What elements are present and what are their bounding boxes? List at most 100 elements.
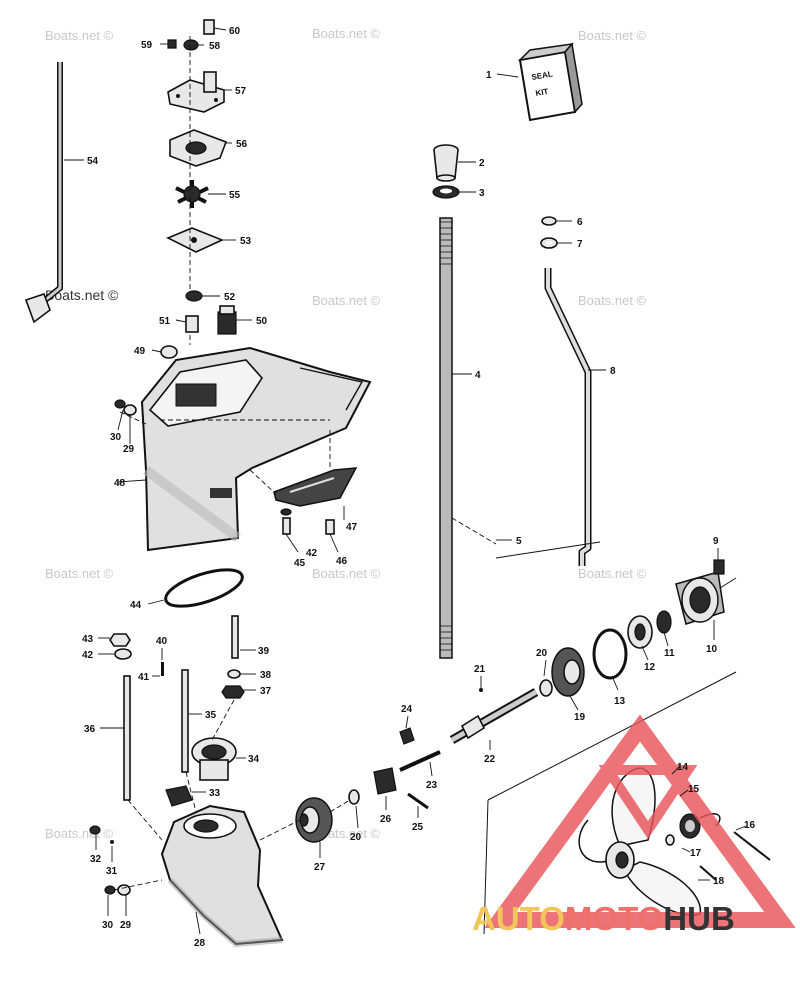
prop-washer <box>665 834 675 846</box>
propeller-frame <box>487 671 737 801</box>
guide <box>259 799 351 841</box>
callout-33: 33 <box>209 788 221 799</box>
watermark: Boats.net © <box>45 566 114 581</box>
brand-moto: MOTO <box>565 900 663 937</box>
callout-59: 59 <box>141 40 153 51</box>
callout-36: 36 <box>84 724 96 735</box>
callout-23: 23 <box>426 780 438 791</box>
callout-56: 56 <box>236 139 248 150</box>
washer-lower <box>117 884 131 896</box>
watermark: Boats.net © <box>312 566 381 581</box>
pin <box>161 662 164 676</box>
watermark: Boats.net © <box>45 826 114 841</box>
callout-21: 21 <box>474 664 486 675</box>
pin-21 <box>479 688 483 692</box>
callout-5: 5 <box>516 536 522 547</box>
callout-15: 15 <box>688 784 700 795</box>
callout-58: 58 <box>209 41 221 52</box>
callout-44: 44 <box>130 600 142 611</box>
watermark: Boats.net © <box>45 28 114 43</box>
shift-rod-clip <box>541 216 557 226</box>
lockwasher-lower <box>104 885 116 895</box>
reverse-gear <box>551 647 585 697</box>
thrust-washer-2 <box>539 679 553 697</box>
callout-37: 37 <box>260 686 272 697</box>
drive-shaft <box>439 217 453 659</box>
callout-10: 10 <box>706 644 718 655</box>
callout-14: 14 <box>677 762 689 773</box>
guide <box>451 517 497 545</box>
callout-50: 50 <box>256 316 268 327</box>
shear-pin <box>699 865 717 881</box>
callout-27: 27 <box>314 862 326 873</box>
callout-40: 40 <box>156 636 168 647</box>
gearcase-housing <box>140 346 372 552</box>
watermark: Boats.net © <box>312 26 381 41</box>
washer-38 <box>227 669 241 679</box>
callout-20-lower: 20 <box>350 832 362 843</box>
guide <box>127 699 235 841</box>
callout-54: 54 <box>87 156 99 167</box>
watermarks: Boats.net © Boats.net © Boats.net © Boat… <box>45 26 647 841</box>
cotter-pin <box>733 831 771 861</box>
callout-13: 13 <box>614 696 626 707</box>
nut <box>109 633 131 647</box>
callout-17: 17 <box>690 848 702 859</box>
anode-bolt <box>325 519 335 535</box>
washer-31 <box>110 840 114 844</box>
callout-42-left: 42 <box>82 650 94 661</box>
forward-gear <box>295 797 333 843</box>
leader-lines <box>64 27 747 935</box>
callout-26: 26 <box>380 814 392 825</box>
seal-kit-label-line2: KIT <box>535 87 549 98</box>
callout-60: 60 <box>229 26 241 37</box>
guide <box>113 879 163 891</box>
callout-34: 34 <box>248 754 260 765</box>
lockwasher-upper <box>114 399 126 409</box>
drive-shaft-sleeve <box>433 144 459 182</box>
callout-55: 55 <box>229 190 241 201</box>
callout-31: 31 <box>106 866 118 877</box>
callout-4: 4 <box>475 370 481 381</box>
shift-link <box>495 541 601 559</box>
callout-1: 1 <box>486 70 492 81</box>
callout-42-anode: 42 <box>306 548 318 559</box>
callout-28: 28 <box>194 938 206 949</box>
callout-32: 32 <box>90 854 102 865</box>
callout-18: 18 <box>713 876 725 887</box>
callout-8: 8 <box>610 366 616 377</box>
washer-upper <box>123 404 137 416</box>
bearing-carrier <box>675 571 725 625</box>
propeller-frame <box>719 577 737 589</box>
callout-2: 2 <box>479 158 485 169</box>
callout-43: 43 <box>82 634 94 645</box>
callout-41: 41 <box>138 672 150 683</box>
watermark: Boats.net © <box>45 287 119 303</box>
screw-32 <box>89 825 101 835</box>
callout-9: 9 <box>713 536 719 547</box>
seal <box>656 610 672 634</box>
callout-25: 25 <box>412 822 424 833</box>
propeller-frame <box>483 799 489 935</box>
watermark: Boats.net © <box>312 293 381 308</box>
propeller-shaft <box>449 688 539 744</box>
callout-51: 51 <box>159 316 171 327</box>
seal-kit-box: SEAL KIT <box>517 42 583 122</box>
water-tube <box>24 62 63 324</box>
drive-shaft-seal <box>432 185 460 199</box>
guide <box>119 411 330 425</box>
callout-46: 46 <box>336 556 348 567</box>
callout-35: 35 <box>205 710 217 721</box>
shift-rod <box>544 268 592 566</box>
gasket <box>164 568 244 608</box>
trim-anode <box>273 467 358 507</box>
callout-30-upper: 30 <box>110 432 122 443</box>
anode-guide-line <box>249 430 331 495</box>
callout-49: 49 <box>134 346 146 357</box>
callout-47: 47 <box>346 522 358 533</box>
clip <box>165 785 193 807</box>
seal-kit-label-line1: SEAL <box>531 69 554 82</box>
automotohub-logo <box>484 714 796 928</box>
callout-57: 57 <box>235 86 247 97</box>
